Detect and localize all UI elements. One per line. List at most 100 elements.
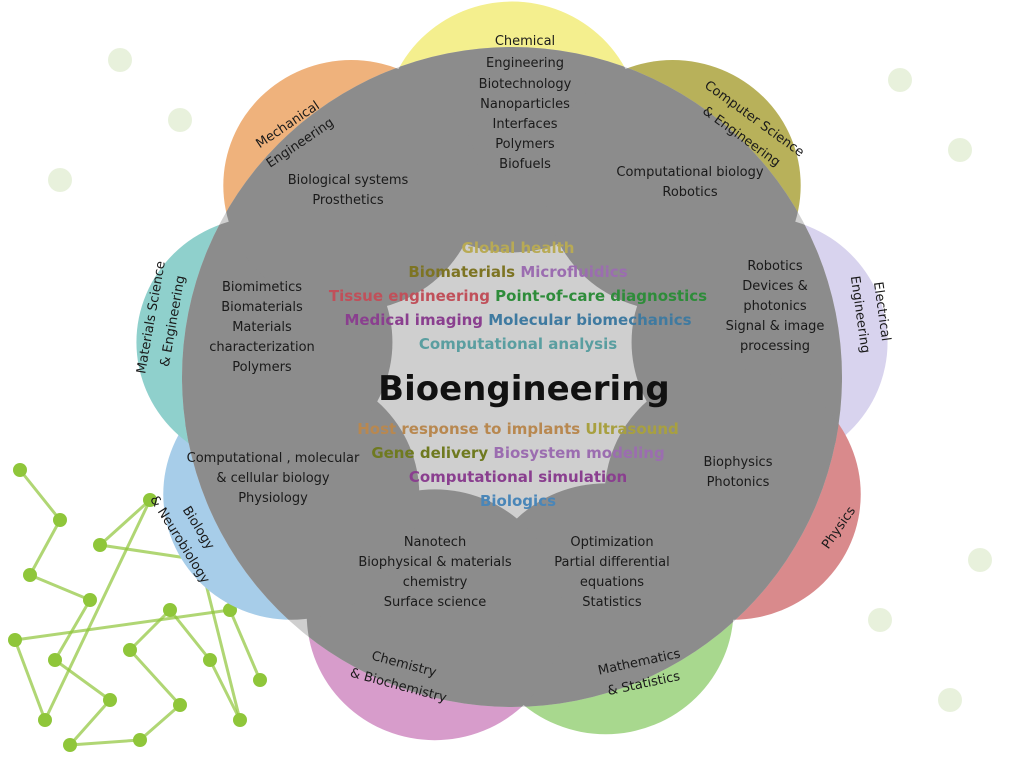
molecule-atom (203, 653, 217, 667)
topic-item: photonics (743, 299, 806, 314)
topic-item: Prosthetics (312, 193, 384, 208)
faint-molecule-atom (888, 68, 912, 92)
center-term: Host response to implants (357, 420, 580, 438)
faint-molecule-atom (948, 138, 972, 162)
topic-item: Physiology (238, 491, 308, 506)
topic-item: processing (740, 339, 810, 354)
molecule-bond (128, 608, 172, 652)
molecule-atom (23, 568, 37, 582)
center-term: Gene delivery (371, 444, 488, 462)
molecule-bond (228, 609, 262, 681)
center-term: Ultrasound (580, 420, 679, 438)
molecule-bond (53, 599, 92, 661)
center-term: Computational simulation (409, 468, 627, 486)
molecule-bond (13, 639, 47, 721)
topic-item: & cellular biology (216, 471, 330, 486)
molecule-atom (133, 733, 147, 747)
center-term: Microfluidics (515, 263, 628, 281)
topic-item: Biomimetics (222, 280, 302, 295)
molecule-atom (53, 513, 67, 527)
topic-item: Robotics (662, 185, 717, 200)
center-term-row: Biomaterials Microfluidics (408, 263, 627, 281)
molecule-atom (93, 538, 107, 552)
molecule-atom (123, 643, 137, 657)
molecule-atom (8, 633, 22, 647)
topic-item: Nanoparticles (480, 97, 570, 112)
topic-item: characterization (209, 340, 315, 355)
molecule-background (8, 48, 992, 752)
molecule-atom (13, 463, 27, 477)
molecule-atom (143, 493, 157, 507)
center-term: Biologics (480, 492, 556, 510)
molecule-atom (233, 713, 247, 727)
topic-item: Interfaces (493, 117, 558, 132)
topic-item: Polymers (495, 137, 555, 152)
molecule-atom (63, 738, 77, 752)
topic-item: Nanotech (404, 535, 466, 550)
topic-item: Surface science (384, 595, 487, 610)
topic-item: Biophysical & materials (358, 555, 511, 570)
petal-topics-biology-neurobiology: Computational , molecular & cellular biol… (187, 451, 360, 506)
faint-molecule-atom (868, 608, 892, 632)
molecule-atom (223, 603, 237, 617)
molecule-bond (68, 699, 112, 746)
molecule-atom (48, 653, 62, 667)
center-term-row: Computational simulation (409, 468, 627, 486)
faint-molecule-atom (48, 168, 72, 192)
molecule-bond (69, 738, 141, 747)
topic-item: equations (580, 575, 644, 590)
topic-item: Biotechnology (479, 77, 572, 92)
center-term: Point-of-care diagnostics (490, 287, 707, 305)
center-term-row: Tissue engineering Point-of-care diagnos… (329, 287, 707, 305)
molecule-atom (38, 713, 52, 727)
topic-item: Optimization (570, 535, 653, 550)
molecule-bond (139, 703, 181, 742)
center-layer: Bioengineering Global healthBiomaterials… (329, 239, 707, 510)
faint-molecule-atom (108, 48, 132, 72)
faint-molecule-atom (968, 548, 992, 572)
molecule-bond (54, 658, 111, 702)
center-term: Molecular biomechanics (483, 311, 692, 329)
topic-item: Partial differential (554, 555, 669, 570)
center-term-row: Host response to implants Ultrasound (357, 420, 679, 438)
petal-title-line: Engineering (486, 56, 564, 71)
molecule-atom (253, 673, 267, 687)
center-term: Medical imaging (344, 311, 483, 329)
faint-molecule-atom (938, 688, 962, 712)
center-term: Tissue engineering (329, 287, 490, 305)
center-term: Computational analysis (419, 335, 617, 353)
molecule-atom (83, 593, 97, 607)
center-term-row: Computational analysis (419, 335, 617, 353)
molecule-atom (173, 698, 187, 712)
molecule-atom (163, 603, 177, 617)
topic-item: Computational , molecular (187, 451, 360, 466)
topic-item: Biological systems (288, 173, 409, 188)
topic-item: Biomaterials (221, 300, 303, 315)
molecule-bond (43, 499, 152, 721)
molecule-atom (103, 693, 117, 707)
topic-item: Statistics (582, 595, 642, 610)
faint-molecule-atom (168, 108, 192, 132)
center-title: Bioengineering (366, 369, 669, 409)
topic-item: Computational biology (616, 165, 763, 180)
topic-item: Biofuels (499, 157, 551, 172)
center-term-row: Medical imaging Molecular biomechanics (344, 311, 691, 329)
topic-item: Materials (232, 320, 292, 335)
topic-item: Robotics (747, 259, 802, 274)
center-term: Biosystem modeling (488, 444, 664, 462)
molecule-bond (29, 573, 91, 602)
topic-item: Biophysics (704, 455, 773, 470)
center-term-row: Gene delivery Biosystem modeling (371, 444, 664, 462)
molecule-bond (14, 608, 231, 642)
topic-item: chemistry (403, 575, 468, 590)
molecule-bond (18, 469, 62, 521)
